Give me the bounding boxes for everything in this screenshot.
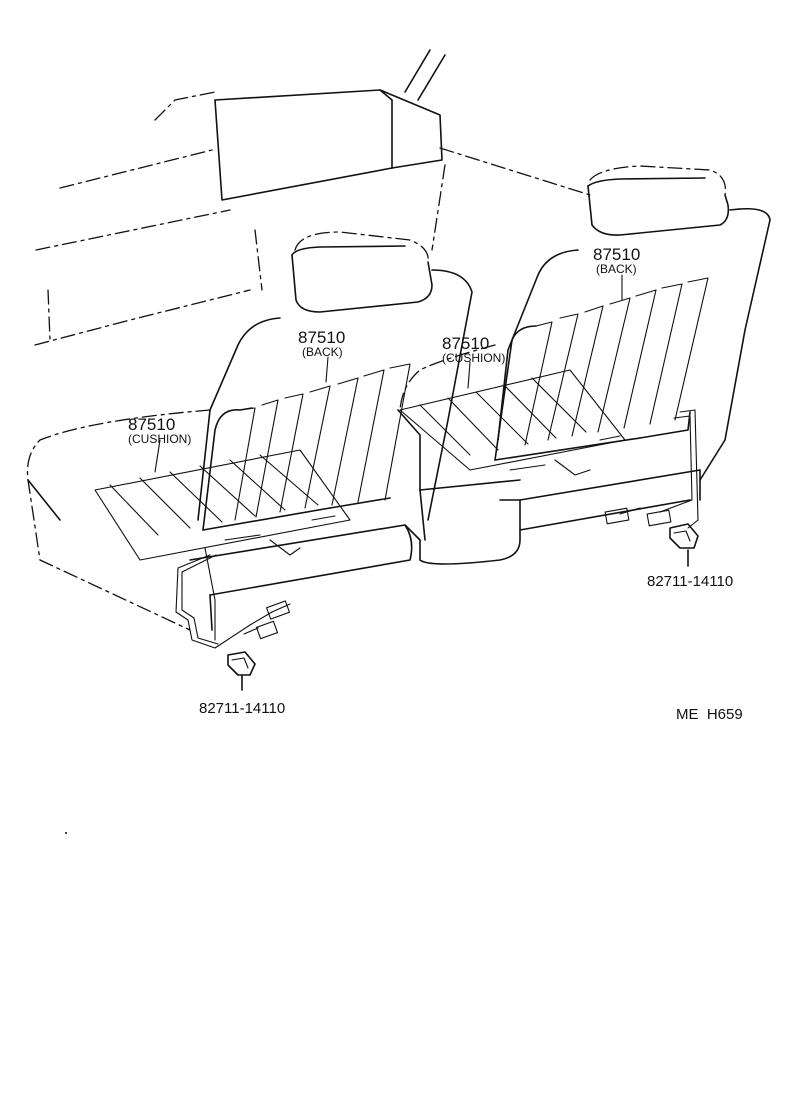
stray-dot [65,832,67,834]
diagram-code: ME H659 [676,706,743,723]
right-connector-icon [669,523,699,567]
label-right-cushion-part-no: 87510 [442,334,489,353]
front-seat-outline [34,49,591,346]
label-right-back-sub: (BACK) [596,262,637,276]
left-wire-harness [175,547,291,649]
left-seat [26,231,473,631]
label-left-connector-part-no: 82711-14110 [199,700,285,717]
label-left-cushion-sub: (CUSHION) [128,432,191,446]
label-left-back-part-no: 87510 [298,328,345,347]
label-right-connector-part-no: 82711-14110 [647,573,733,590]
right-seat [399,165,771,531]
right-wire-harness [604,409,699,529]
label-right-back-part-no: 87510 [593,245,640,264]
center-console [397,409,521,565]
label-left-back-sub: (BACK) [302,345,343,359]
label-left-cushion-part-no: 87510 [128,415,175,434]
left-connector-icon [227,651,256,691]
label-right-cushion-sub: (CUSHION) [442,351,505,365]
leader-lines [154,274,623,473]
right-back-heater [494,277,709,476]
left-back-heater [202,363,411,556]
